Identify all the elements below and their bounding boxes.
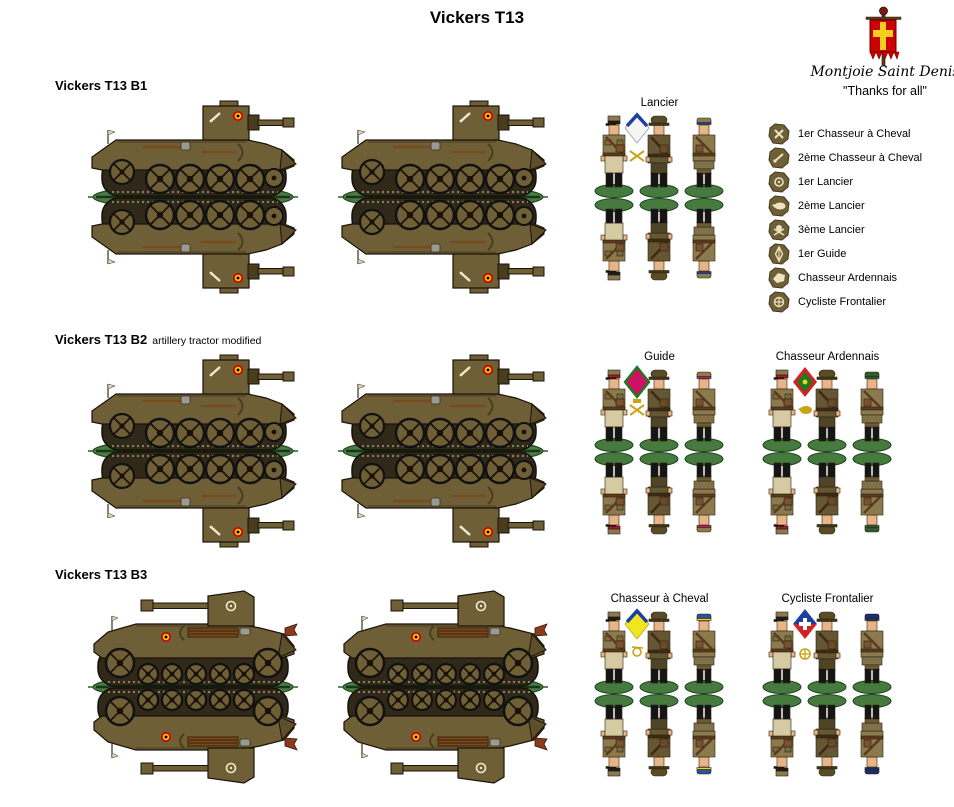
page-title: Vickers T13 <box>429 8 525 27</box>
legend-item: 1er Chasseur à Cheval <box>768 122 953 146</box>
unit-legend: 1er Chasseur à Cheval 2ème Chasseur à Ch… <box>768 122 953 314</box>
soldier-trio-chasseur-a-cheval <box>593 608 725 778</box>
legend-item: 2ème Lancier <box>768 194 953 218</box>
legend-label: 1er Guide <box>798 248 847 260</box>
legend-label: Chasseur Ardennais <box>798 272 898 284</box>
rosette-roundel-icon <box>768 171 790 193</box>
cycliste-pennant <box>793 609 817 639</box>
legend-label: 1er Chasseur à Cheval <box>798 128 911 140</box>
motto-text: Montjoie Saint Denis <box>810 64 954 80</box>
group-label-guide: Guide <box>644 351 675 363</box>
section-label-b3: Vickers T13 B3 <box>55 567 148 582</box>
boar-roundel-icon <box>768 195 790 217</box>
soldier-group-lancier: Lancier <box>592 97 727 287</box>
group-label-lancier: Lancier <box>640 97 679 109</box>
guide-pennant <box>623 365 651 399</box>
soldier-group-guide: Guide <box>592 351 727 541</box>
wheel-roundel-icon <box>768 291 790 313</box>
crossed-sabers-icon <box>629 150 645 162</box>
tank-figure-b3-right <box>338 590 548 784</box>
legend-item: 1er Guide <box>768 242 953 266</box>
tank-figure-b1-left <box>88 100 298 294</box>
section-label-b1: Vickers T13 B1 <box>55 78 148 93</box>
skull-lances-roundel-icon <box>768 219 790 241</box>
tank-figure-b1-right <box>338 100 548 294</box>
crown-crossed-sabers-icon <box>629 399 645 416</box>
legend-label: 3ème Lancier <box>798 224 865 236</box>
ardennais-pennant <box>793 367 817 397</box>
boar-head-roundel-icon <box>768 267 790 289</box>
soldier-group-chasseur-a-cheval: Chasseur à Cheval <box>592 593 727 783</box>
tank-figure-b3-left <box>88 590 298 784</box>
legend-item: 2ème Chasseur à Cheval <box>768 146 953 170</box>
soldier-group-cycliste-frontalier: Cycliste Frontalier <box>760 593 895 783</box>
legend-item: 1er Lancier <box>768 170 953 194</box>
boar-icon <box>798 406 812 414</box>
group-label-chasseur-ardennais: Chasseur Ardennais <box>775 351 880 363</box>
legend-label: 2ème Chasseur à Cheval <box>798 152 923 164</box>
group-label-cycliste-frontalier: Cycliste Frontalier <box>781 593 874 605</box>
soldier-trio-cycliste-frontalier <box>761 609 893 778</box>
crossed-sabers-roundel-icon <box>768 123 790 145</box>
guide-cipher-roundel-icon <box>768 243 790 265</box>
wheel-icon <box>799 648 811 660</box>
bugle-horn-icon <box>631 646 644 657</box>
saber-roundel-icon <box>768 147 790 169</box>
legend-label: Cycliste Frontalier <box>798 296 887 308</box>
legend-label: 2ème Lancier <box>798 200 865 212</box>
soldier-trio-guide <box>593 365 725 536</box>
legend-label: 1er Lancier <box>798 176 854 188</box>
soldier-group-chasseur-ardennais: Chasseur Ardennais <box>760 351 895 541</box>
group-label-chasseur-a-cheval: Chasseur à Cheval <box>610 593 709 605</box>
tank-figure-b2-left <box>88 354 298 548</box>
legend-item: Cycliste Frontalier <box>768 290 953 314</box>
legend-item: Chasseur Ardennais <box>768 266 953 290</box>
soldier-trio-chasseur-ardennais <box>761 367 893 536</box>
standard-flag-icon <box>840 4 910 66</box>
soldier-trio-lancier <box>593 112 725 282</box>
tank-figure-b2-right <box>338 354 548 548</box>
dedication-text: "Thanks for all" <box>843 84 927 98</box>
legend-item: 3ème Lancier <box>768 218 953 242</box>
